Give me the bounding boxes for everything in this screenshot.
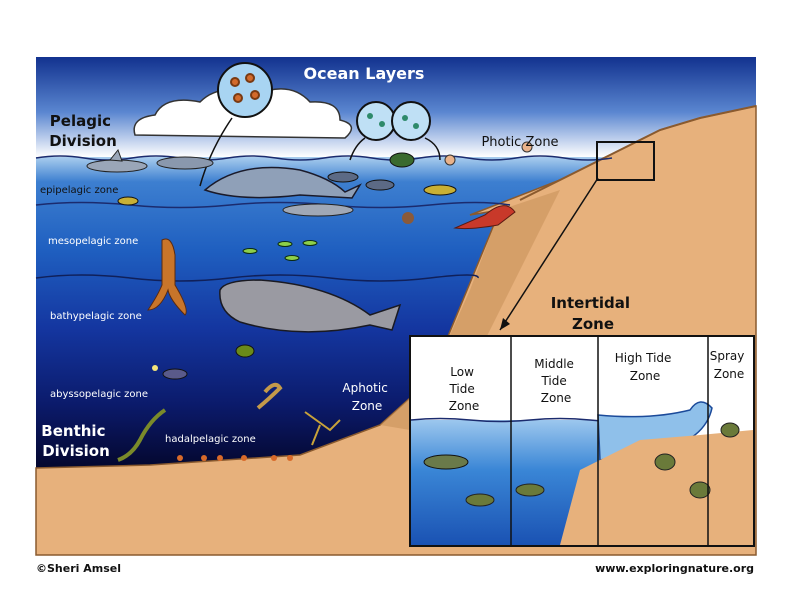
intertidal-inset <box>409 335 755 547</box>
octopus <box>453 205 516 230</box>
sea-turtle <box>389 152 415 168</box>
phytoplankton-circle-2 <box>391 101 431 141</box>
anglerfish <box>152 344 255 380</box>
small-fish-school <box>242 240 318 261</box>
inset-pointer-arrowhead <box>500 318 510 330</box>
surface-wave-line <box>35 155 613 161</box>
deep-sea-eel <box>117 382 283 462</box>
yellow-fish <box>117 184 457 206</box>
phytoplankton-icon <box>367 113 419 129</box>
inset-fish <box>423 454 469 470</box>
low-tide-zone-label: Low Tide Zone <box>448 365 479 413</box>
jellyfish <box>444 141 533 166</box>
callout-arrows <box>199 117 441 187</box>
hadalpelagic-zone-label: hadalpelagic zone <box>165 434 256 445</box>
mesopelagic-zone-label: mesopelagic zone <box>48 236 138 247</box>
humpback-whale <box>203 166 362 199</box>
mesopelagic-boundary <box>35 274 479 282</box>
abyssopelagic-zone-label: abyssopelagic zone <box>50 389 148 400</box>
shoreline-inset-box <box>596 141 655 181</box>
giant-squid <box>147 238 187 316</box>
aphotic-zone-label: Aphotic Zone <box>342 381 391 413</box>
spray-zone-label: Spray Zone <box>710 349 748 381</box>
tuna-school <box>327 171 395 191</box>
zooplankton-circle <box>217 62 273 118</box>
sperm-whale <box>219 279 402 333</box>
crab-cluster <box>402 212 414 224</box>
zooplankton-icon <box>230 73 260 103</box>
sky <box>36 57 756 157</box>
shark-top <box>86 148 148 173</box>
epipelagic-zone-label: epipelagic zone <box>40 185 118 196</box>
hadal-fish <box>304 411 341 446</box>
benthic-division-label: Benthic Division <box>41 422 110 460</box>
high-tide-zone-label: High Tide Zone <box>615 351 676 383</box>
pelagic-division-label: Pelagic Division <box>49 112 117 150</box>
phytoplankton-circle-1 <box>356 101 396 141</box>
bathypelagic-zone-label: bathypelagic zone <box>50 311 142 322</box>
slope-edge <box>519 105 757 201</box>
photic-zone-label: Photic Zone <box>481 135 558 150</box>
dolphin <box>156 156 214 170</box>
cliff-shadow <box>380 190 560 430</box>
intertidal-zone-label: Intertidal Zone <box>551 294 636 333</box>
shark-mid <box>282 203 354 217</box>
middle-tide-zone-label: Middle Tide Zone <box>534 357 577 405</box>
diagram-title: Ocean Layers <box>304 64 425 83</box>
inset-pointer-arrow <box>499 177 599 331</box>
starfish-row <box>177 455 293 461</box>
website-credit[interactable]: www.exploringnature.org <box>595 562 754 575</box>
author-credit: ©Sheri Amsel <box>36 562 121 575</box>
